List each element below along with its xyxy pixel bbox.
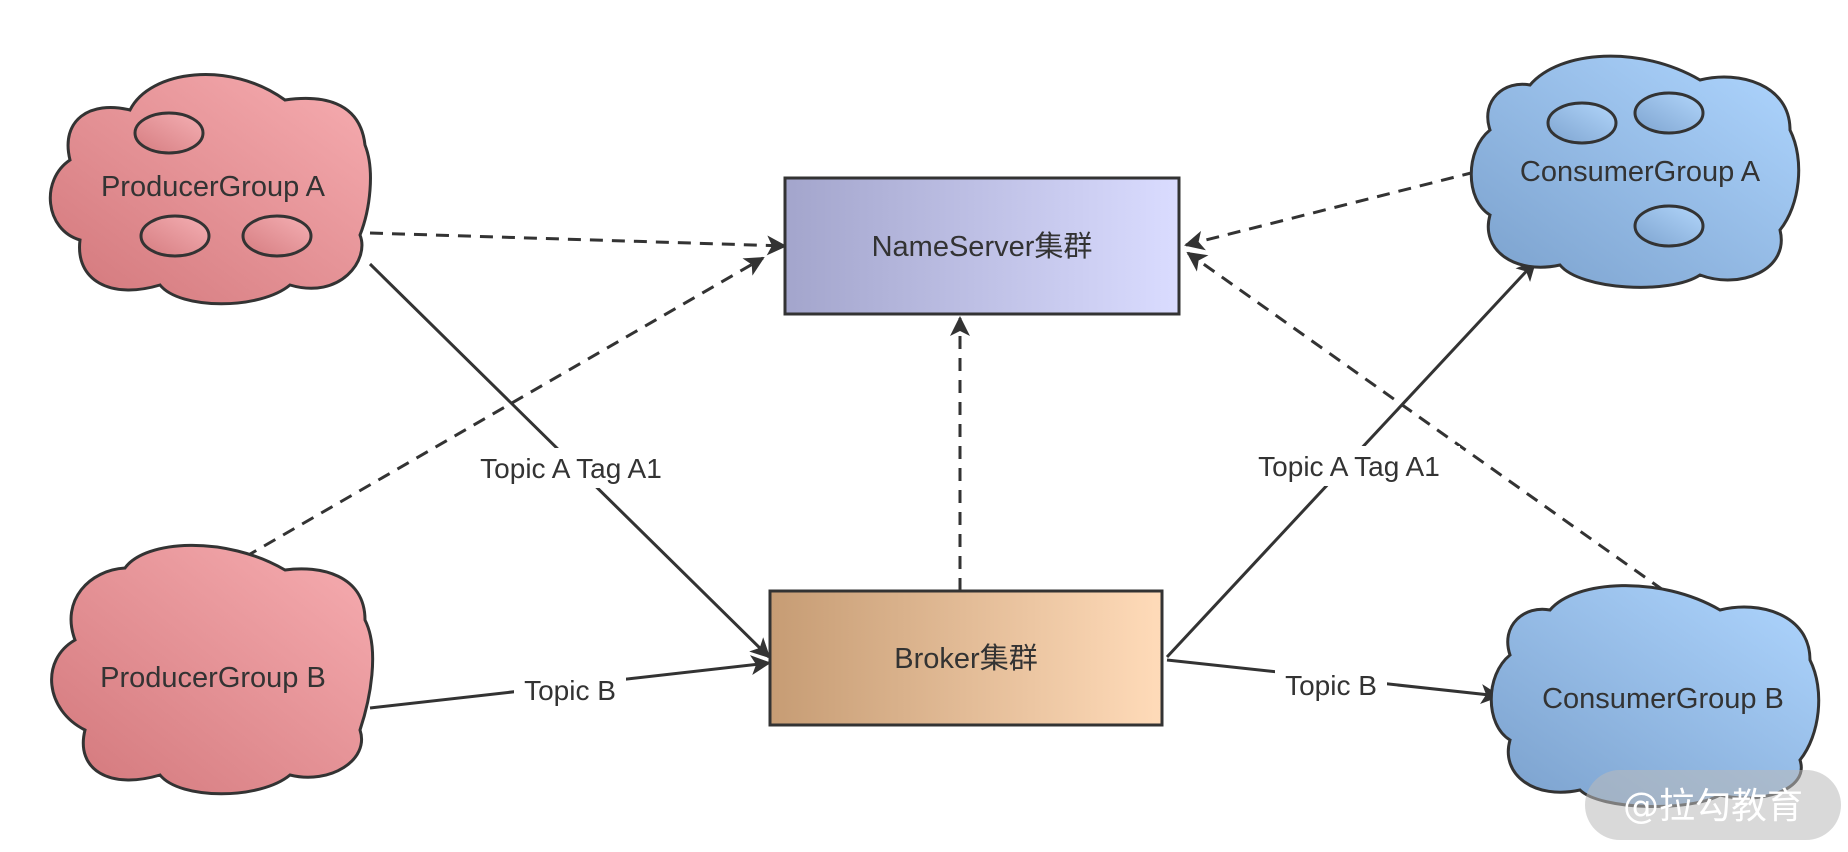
cloud-ellipse xyxy=(139,214,211,258)
cloud-ellipse xyxy=(241,214,313,258)
edge-label-text: Topic A Tag A1 xyxy=(1258,451,1440,482)
consumer-group-b-cloud: ConsumerGroup B xyxy=(1489,584,1821,808)
nameserver-cluster-node: NameServer集群 xyxy=(783,176,1181,316)
watermark: @拉勾教育 xyxy=(1585,770,1841,840)
consumer-group-a-cloud: ConsumerGroup A xyxy=(1469,54,1801,289)
edge-label-producer-a-to-broker: Topic A Tag A1 xyxy=(460,448,682,488)
edge-label-text: Topic B xyxy=(1285,670,1377,701)
broker-label: Broker集群 xyxy=(894,642,1037,675)
edge-label-text: Topic A Tag A1 xyxy=(480,453,662,484)
edge-label-broker-to-consumer-a: Topic A Tag A1 xyxy=(1238,446,1460,486)
producer-group-b-cloud: ProducerGroup B xyxy=(50,543,375,796)
broker-cluster-node: Broker集群 xyxy=(768,589,1164,727)
cloud-ellipse xyxy=(133,111,205,155)
producer-group-a-label: ProducerGroup A xyxy=(101,171,326,203)
watermark-text: @拉勾教育 xyxy=(1623,786,1803,827)
edge-label-producer-b-to-broker: Topic B xyxy=(514,670,626,710)
producer-group-b-label: ProducerGroup B xyxy=(100,662,326,694)
nameserver-label: NameServer集群 xyxy=(872,230,1093,263)
cloud-ellipse xyxy=(1633,204,1705,248)
edge-labels: Topic A Tag A1 Topic B Topic A Tag A1 To… xyxy=(460,446,1460,710)
producer-group-a-cloud: ProducerGroup A xyxy=(48,73,372,306)
cloud-ellipse xyxy=(1546,101,1618,145)
edge-consumer-a-to-nameserver xyxy=(1184,170,1476,251)
edge-label-text: Topic B xyxy=(524,675,616,706)
edge-label-broker-to-consumer-b: Topic B xyxy=(1275,665,1387,705)
cloud-ellipse xyxy=(1633,91,1705,135)
consumer-group-a-label: ConsumerGroup A xyxy=(1520,156,1761,188)
consumer-group-b-label: ConsumerGroup B xyxy=(1542,683,1784,715)
edge-producer-a-to-nameserver xyxy=(369,231,787,256)
edge-producer-b-to-nameserver xyxy=(244,256,765,559)
edge-consumer-b-to-nameserver xyxy=(1186,251,1664,592)
